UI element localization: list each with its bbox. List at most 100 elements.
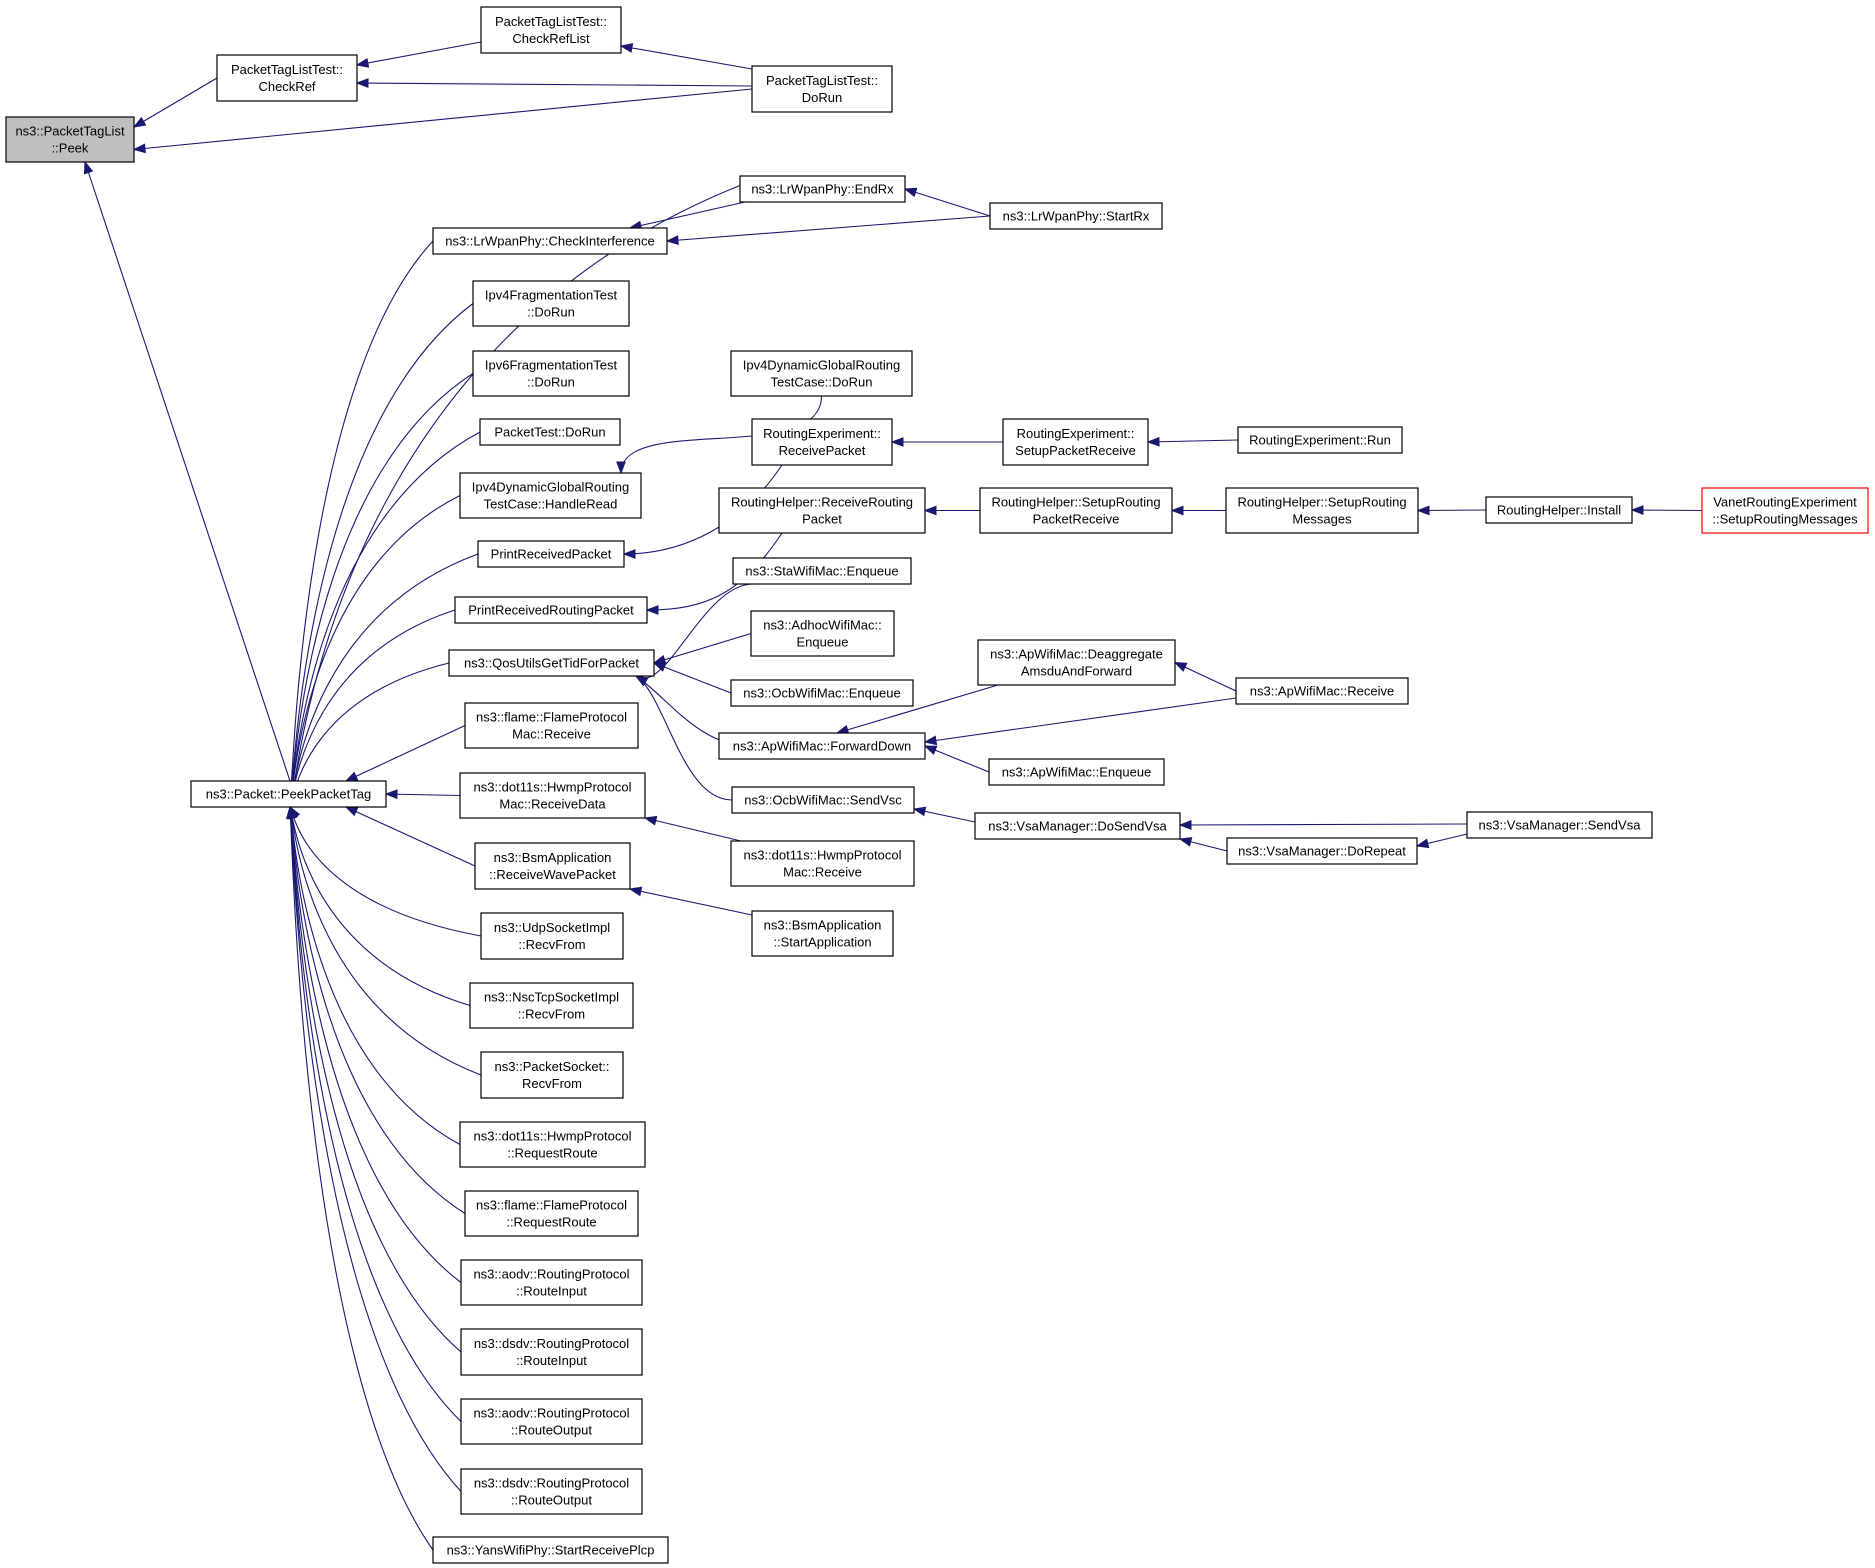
node-vsasend[interactable]: ns3::VsaManager::SendVsa [1466,811,1653,839]
node-rexpsetup[interactable]: RoutingExperiment::SetupPacketReceive [1002,418,1149,466]
node-label: Mac::Receive [512,727,591,742]
node-adhocwifi[interactable]: ns3::AdhocWifiMac::Enqueue [750,610,895,657]
edge-ipv4dynhandle-to-peekpackettag [287,495,461,809]
edge-line [623,464,783,555]
node-peekpackettag[interactable]: ns3::Packet::PeekPacketTag [190,780,387,808]
node-box [718,732,926,760]
node-label: ::Peek [52,141,89,156]
node-ocbsendvsc[interactable]: ns3::OcbWifiMac::SendVsc [731,786,915,814]
node-box [480,912,624,960]
node-label: RoutingExperiment::Run [1249,433,1391,448]
node-startrx[interactable]: ns3::LrWpanPhy::StartRx [989,202,1163,230]
node-box [459,472,642,519]
node-ptltdorun[interactable]: PacketTagListTest::DoRun [751,65,893,113]
node-label: RoutingExperiment:: [763,426,881,441]
node-ocbenq[interactable]: ns3::OcbWifiMac::Enqueue [730,679,914,707]
edge-checkinterference-to-peekpackettag [286,240,434,809]
node-vsadosend[interactable]: ns3::VsaManager::DoSendVsa [974,812,1181,840]
node-label: CheckRefList [512,31,590,46]
node-box [432,1536,669,1564]
edge-checkreflist-to-checkref [355,41,482,68]
edge-line [924,745,990,773]
edge-line [1147,439,1239,443]
node-label: SetupPacketReceive [1015,443,1136,458]
node-flamereq[interactable]: ns3::flame::FlameProtocol::RequestRoute [464,1190,639,1237]
node-ipv4frag[interactable]: Ipv4FragmentationTest::DoRun [472,280,630,327]
node-hwmprecvdata[interactable]: ns3::dot11s::HwmpProtocolMac::ReceiveDat… [459,772,646,819]
node-printrouting[interactable]: PrintReceivedRoutingPacket [454,596,648,624]
edge-hwmpreq-to-peekpackettag [287,805,461,1145]
node-label: AmsduAndForward [1021,664,1132,679]
node-udprecv[interactable]: ns3::UdpSocketImpl::RecvFrom [480,912,624,960]
nodes-layer: ns3::PacketTagList::Peek PacketTagListTes… [5,6,1869,1564]
node-packettest[interactable]: PacketTest::DoRun [479,418,621,446]
edge-line [84,161,291,782]
node-rhinstall[interactable]: RoutingHelper::Install [1485,496,1633,524]
node-pktsockrecv[interactable]: ns3::PacketSocket::RecvFrom [480,1051,624,1099]
edge-rhrecv-to-printrouting [645,532,783,615]
node-apenq[interactable]: ns3::ApWifiMac::Enqueue [988,758,1165,786]
edge-startrx-to-endrx [903,187,991,217]
node-checkreflist[interactable]: PacketTagListTest::CheckRefList [480,6,622,54]
edge-flamereq-to-peekpackettag [287,805,466,1214]
node-rexprecv[interactable]: RoutingExperiment::ReceivePacket [751,418,893,466]
node-hwmpreq[interactable]: ns3::dot11s::HwmpProtocol::RequestRoute [459,1121,646,1168]
node-label: ns3::LrWpanPhy::StartRx [1003,209,1150,224]
edge-vsarepeat-to-vsadosend [1178,837,1228,852]
node-peek[interactable]: ns3::PacketTagList::Peek [5,116,135,163]
node-label: ::RecvFrom [518,937,585,952]
node-box [460,1328,643,1376]
node-box [190,780,387,808]
node-dsdvin[interactable]: ns3::dsdv::RoutingProtocol::RouteInput [460,1328,643,1376]
node-bsmstart[interactable]: ns3::BsmApplication::StartApplication [751,910,894,957]
node-vanet[interactable]: VanetRoutingExperiment::SetupRoutingMess… [1701,487,1869,534]
node-box [5,116,135,163]
edge-aprecv-to-apfwd [923,697,1237,746]
edge-hwmprecvdata-to-peekpackettag [384,789,461,800]
node-ipv4dynhandle[interactable]: Ipv4DynamicGlobalRoutingTestCase::Handle… [459,472,642,519]
node-stawifi[interactable]: ns3::StaWifiMac::Enqueue [732,557,912,585]
node-apdeagg[interactable]: ns3::ApWifiMac::DeaggregateAmsduAndForwa… [977,639,1176,686]
node-vsarepeat[interactable]: ns3::VsaManager::DoRepeat [1226,837,1418,865]
node-dsdvout[interactable]: ns3::dsdv::RoutingProtocol::RouteOutput [460,1468,643,1515]
node-box [472,350,630,397]
node-box [474,842,631,890]
node-box [1226,837,1418,865]
arrowhead-icon [1170,505,1184,516]
edge-line [289,373,474,808]
node-label: ns3::ApWifiMac::Enqueue [1002,765,1152,780]
node-nscrecv[interactable]: ns3::NscTcpSocketImpl::RecvFrom [469,982,634,1029]
node-bsmrecv[interactable]: ns3::BsmApplication::ReceiveWavePacket [474,842,631,890]
node-aprecv[interactable]: ns3::ApWifiMac::Receive [1235,677,1409,705]
arrowhead-icon [652,662,667,672]
node-rhsetupmsg[interactable]: RoutingHelper::SetupRoutingMessages [1225,487,1419,534]
node-printrecv[interactable]: PrintReceivedPacket [477,540,625,568]
node-apfwd[interactable]: ns3::ApWifiMac::ForwardDown [718,732,926,760]
node-checkinterference[interactable]: ns3::LrWpanPhy::CheckInterference [432,227,668,255]
node-rexprun[interactable]: RoutingExperiment::Run [1237,426,1403,454]
arrowhead-icon [83,160,94,175]
node-label: ::DoRun [527,375,575,390]
node-checkref[interactable]: PacketTagListTest::CheckRef [216,54,358,102]
node-qosutils[interactable]: ns3::QosUtilsGetTidForPacket [448,649,655,677]
node-aodvout[interactable]: ns3::aodv::RoutingProtocol::RouteOutput [460,1398,643,1445]
node-label: ::StartApplication [773,935,871,950]
node-aodvin[interactable]: ns3::aodv::RoutingProtocol::RouteInput [460,1259,643,1306]
node-box [751,910,894,957]
node-endrx[interactable]: ns3::LrWpanPhy::EndRx [739,175,906,203]
edge-vanet-to-rhinstall [1630,505,1703,516]
node-label: ::RouteInput [516,1284,587,1299]
edge-vsasend-to-vsadosend [1178,820,1468,830]
edge-rexprecv-to-printrecv [622,464,783,559]
node-ipv6frag[interactable]: Ipv6FragmentationTest::DoRun [472,350,630,397]
arrowhead-icon [1416,505,1430,516]
node-box [1225,487,1419,534]
node-yans[interactable]: ns3::YansWifiPhy::StartReceivePlcp [432,1536,669,1564]
edge-pktsockrecv-to-peekpackettag [288,805,482,1076]
